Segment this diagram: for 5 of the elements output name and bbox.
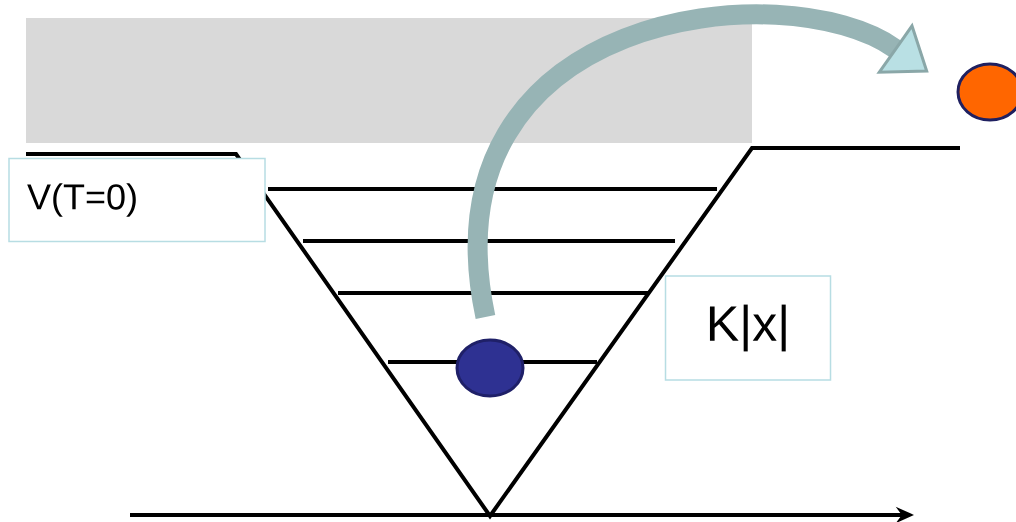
ball [455,338,525,398]
curved-arrow [467,4,929,319]
label-box: V(T=0) [8,157,266,243]
label-box: K|x| [664,275,832,381]
ball [956,62,1016,122]
